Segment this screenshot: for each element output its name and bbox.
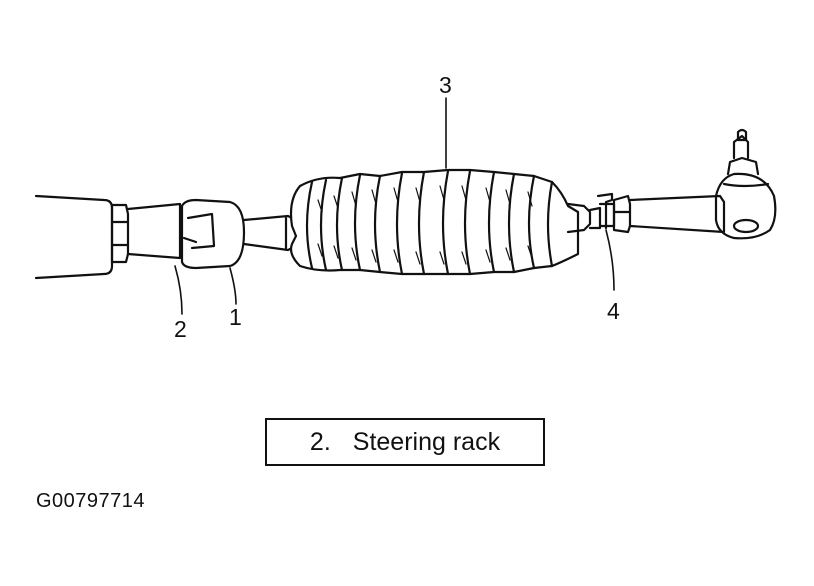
callout-2: 2 bbox=[174, 316, 187, 342]
housing-hex-nut bbox=[110, 203, 130, 264]
rack-housing bbox=[34, 194, 114, 280]
inner-joint-housing bbox=[180, 198, 246, 270]
rack-boot bbox=[289, 168, 592, 276]
figure-id: G00797714 bbox=[36, 490, 146, 512]
outer-tie-rod bbox=[588, 192, 726, 234]
tie-rod-taper bbox=[242, 214, 298, 252]
tie-rod-end bbox=[714, 128, 777, 240]
caption-number: 2. bbox=[309, 427, 331, 456]
callout-3: 3 bbox=[439, 72, 452, 98]
callout-1: 1 bbox=[229, 304, 242, 330]
callout-4: 4 bbox=[607, 298, 620, 324]
inner-tie-rod bbox=[126, 202, 182, 260]
caption-box: 2. Steering rack bbox=[265, 418, 545, 466]
caption-text: Steering rack bbox=[352, 427, 501, 456]
leader-lines bbox=[174, 97, 615, 315]
